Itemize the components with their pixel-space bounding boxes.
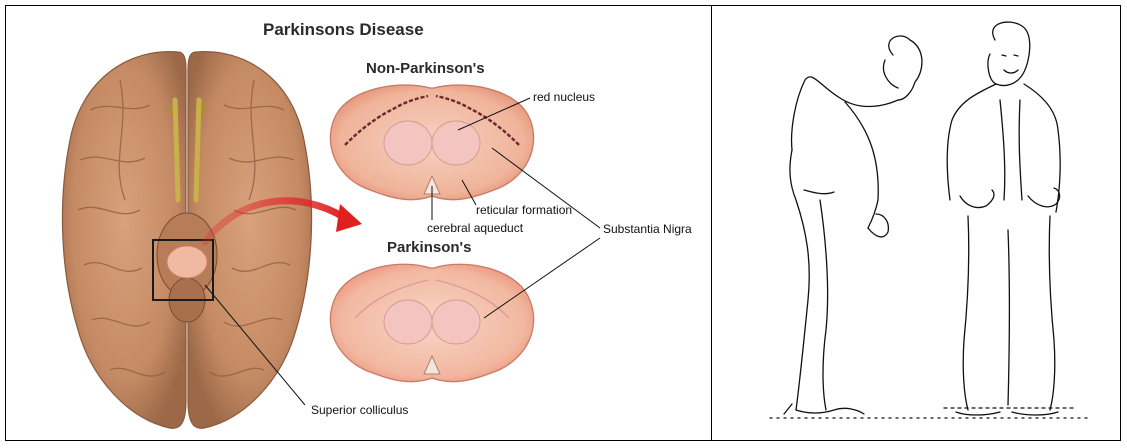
non-parkinsons-heading: Non-Parkinson's bbox=[366, 60, 485, 77]
parkinsons-heading: Parkinson's bbox=[387, 239, 471, 256]
label-cerebral-aqueduct: cerebral aqueduct bbox=[427, 221, 523, 235]
midbrain-section-small bbox=[167, 246, 207, 278]
figure-title: Parkinsons Disease bbox=[263, 20, 424, 40]
parkinsons-section bbox=[330, 264, 533, 381]
label-reticular-formation: reticular formation bbox=[476, 203, 572, 217]
label-red-nucleus: red nucleus bbox=[533, 90, 595, 104]
label-substantia-nigra: Substantia Nigra bbox=[603, 222, 692, 236]
brain-illustration bbox=[62, 52, 311, 429]
patient-sketch bbox=[770, 22, 1088, 418]
non-parkinsons-section bbox=[330, 85, 533, 200]
label-superior-colliculus: Superior colliculus bbox=[311, 403, 408, 417]
standing-figure-right bbox=[944, 22, 1076, 415]
stooped-figure-left bbox=[784, 36, 922, 414]
